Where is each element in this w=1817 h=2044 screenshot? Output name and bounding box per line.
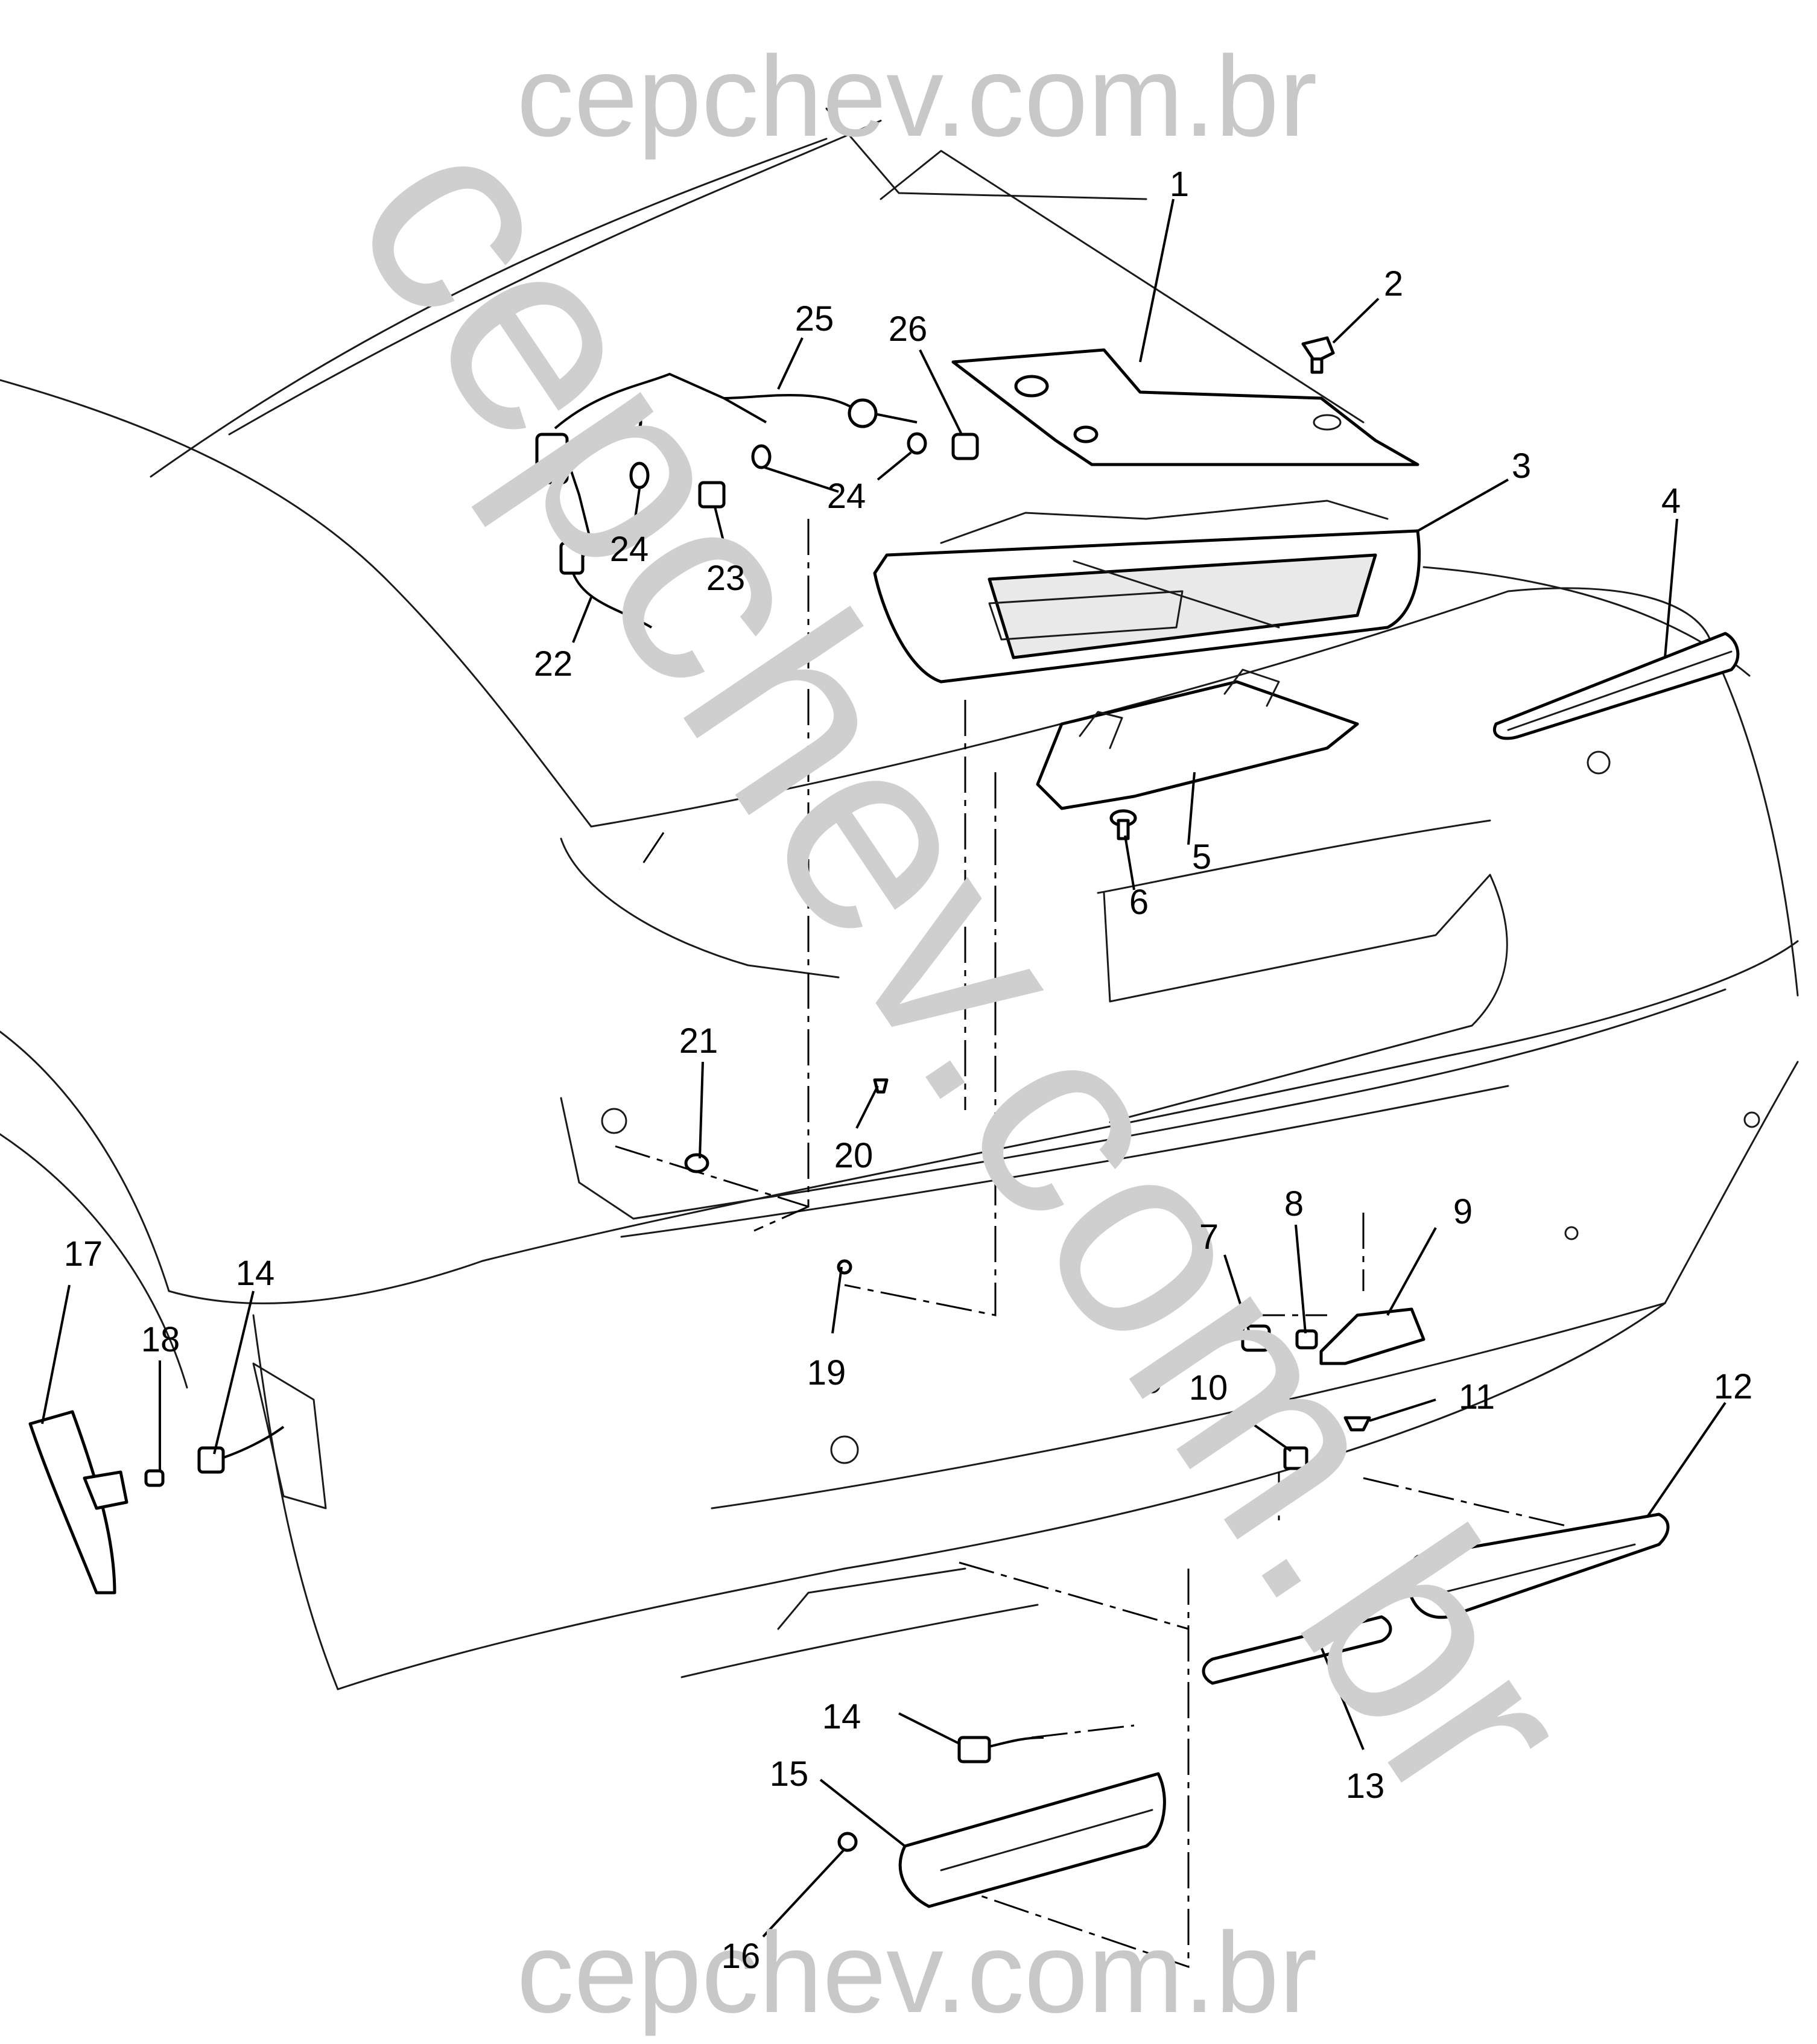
callout-1: 1 xyxy=(1170,165,1189,204)
callout-6: 6 xyxy=(1129,883,1149,922)
part-garnish-lamp xyxy=(1493,632,1740,740)
part-side-marker xyxy=(28,1410,128,1595)
callout-8: 8 xyxy=(1284,1184,1304,1224)
watermark-bottom: cepchev.com.br xyxy=(516,1909,1317,2037)
callout-21: 21 xyxy=(679,1021,718,1061)
part-bulb-18 xyxy=(144,1469,165,1487)
callout-19: 19 xyxy=(807,1353,846,1392)
part-reflector-right xyxy=(1406,1512,1670,1619)
callout-10: 10 xyxy=(1189,1368,1228,1408)
callout-12: 12 xyxy=(1714,1367,1753,1406)
part-fasteners xyxy=(684,1078,889,1275)
callout-7: 7 xyxy=(1199,1217,1219,1257)
callout-11: 11 xyxy=(1459,1377,1495,1417)
part-trim-panel xyxy=(951,348,1419,466)
callout-24b: 24 xyxy=(827,477,866,516)
part-wiring-harness xyxy=(535,372,979,629)
callout-13: 13 xyxy=(1346,1766,1385,1806)
part-bolt-6 xyxy=(1109,809,1137,840)
part-reflector-lower xyxy=(898,1772,1166,1908)
callout-23: 23 xyxy=(706,559,746,598)
part-lower-strip xyxy=(1202,1615,1392,1685)
part-license-lamp xyxy=(1241,1307,1425,1365)
callout-20: 20 xyxy=(834,1136,874,1175)
car-body-outline xyxy=(0,107,1799,1690)
part-pigtail-connector xyxy=(197,1426,1044,1763)
callout-26: 26 xyxy=(889,309,928,349)
callout-9: 9 xyxy=(1453,1192,1473,1231)
part-tail-lamp xyxy=(873,500,1421,684)
callout-3: 3 xyxy=(1512,446,1531,486)
leader-lines xyxy=(41,198,1727,1938)
callout-4: 4 xyxy=(1661,481,1681,521)
part-push-retainer xyxy=(1301,336,1335,374)
assembly-phantom-lines xyxy=(615,519,1569,1969)
callout-5: 5 xyxy=(1192,837,1211,877)
callout-24a: 24 xyxy=(610,530,649,569)
part-bracket xyxy=(1036,668,1359,810)
part-nut-clip xyxy=(1283,1416,1371,1470)
callout-22: 22 xyxy=(534,644,573,684)
callout-16: 16 xyxy=(721,1937,761,1976)
callout-15: 15 xyxy=(770,1754,809,1794)
callout-2: 2 xyxy=(1384,264,1403,303)
callout-labels: 1 2 3 4 5 6 7 8 9 10 11 12 13 14 14 15 1… xyxy=(64,165,1753,1976)
part-screw-16 xyxy=(837,1832,858,1852)
callout-14a: 14 xyxy=(236,1254,275,1293)
callout-17: 17 xyxy=(64,1234,103,1274)
watermark-top: cepchev.com.br xyxy=(516,33,1317,160)
watermark-diagonal: cepchev.com.br xyxy=(294,76,1636,1857)
callout-25: 25 xyxy=(795,299,834,338)
callout-18: 18 xyxy=(141,1320,180,1359)
callout-14b: 14 xyxy=(822,1697,861,1736)
